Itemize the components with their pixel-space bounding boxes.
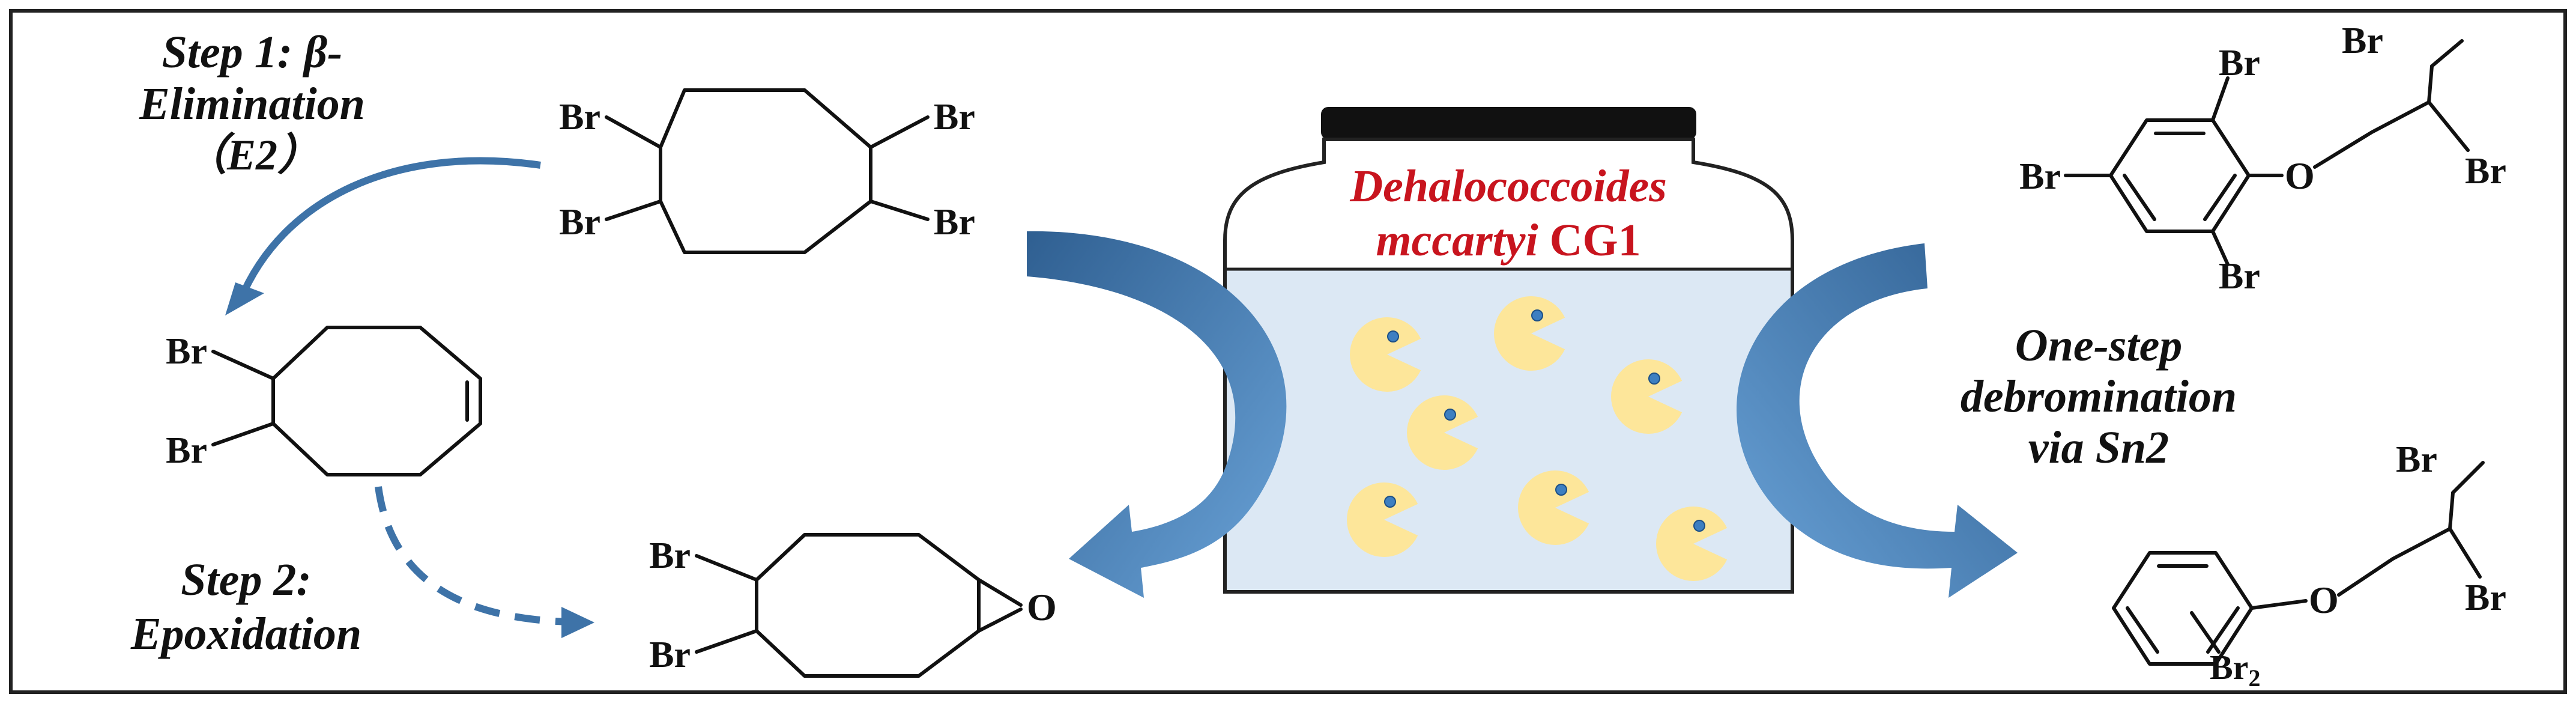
organism-strain: CG1 [1538, 215, 1641, 266]
bacterium-cell [1610, 359, 1683, 434]
bacterium-cell [1350, 317, 1421, 392]
bacterium-cell [1656, 507, 1728, 581]
bacterium-eye [1444, 409, 1456, 421]
br-atom: Br [2465, 577, 2506, 618]
br-atom: Br [559, 202, 600, 243]
tbp-dbpe: Br Br Br O Br Br [2019, 20, 2506, 297]
tetrabromocyclooctane: Br Br Br Br [559, 88, 975, 254]
step2-label: Step 2: Epoxidation [130, 555, 361, 659]
br-atom: Br [649, 634, 691, 675]
br-atom: Br [934, 202, 975, 243]
bacterium-cell [1518, 470, 1589, 545]
dibromo-epoxycyclooctane: O Br Br [649, 533, 1057, 678]
step2-line1: Step 2: [181, 555, 311, 605]
onestep-line2: debromination [1961, 371, 2237, 422]
br-atom: Br [934, 97, 975, 138]
organism-name-line2: mccartyi CG1 [1376, 215, 1640, 266]
br-atom: Br [2219, 256, 2260, 297]
bacterium-eye [1693, 520, 1705, 532]
onestep-line3: via Sn2 [2028, 422, 2169, 473]
br2-subscript: 2 [2248, 665, 2260, 692]
step1-line2: Elimination [139, 79, 365, 129]
one-step-label: One-step debromination via Sn2 [1961, 320, 2237, 473]
br-atom: Br [2465, 151, 2506, 192]
br-atom: Br [2019, 156, 2061, 197]
bacterium-cell [1494, 296, 1565, 371]
o-atom: O [1027, 586, 1057, 628]
left-curved-arrow [1027, 231, 1287, 598]
organism-name-line1: Dehalococcoides [1349, 161, 1667, 211]
debrominated-product: Br2 O Br Br [2112, 439, 2506, 692]
organism-species: mccartyi [1376, 215, 1538, 266]
step1-arrow [225, 157, 541, 315]
bacterium-cell [1407, 395, 1478, 470]
br-atom: Br [2342, 20, 2383, 61]
br-atom: Br [2219, 43, 2260, 84]
bacterium-eye [1648, 373, 1660, 385]
dibromocyclooctene: Br Br [166, 326, 482, 476]
step1-label: Step 1: β- Elimination （E2） [139, 27, 365, 179]
right-curved-arrow [1737, 243, 2018, 598]
bacterium-cell [1347, 482, 1418, 557]
bottle-cap [1321, 107, 1696, 139]
step2-arrow [375, 486, 594, 638]
bacteria-group [1347, 296, 1728, 581]
br2-base: Br [2210, 648, 2248, 687]
onestep-line1: One-step [2015, 320, 2183, 371]
br-atom: Br [166, 430, 207, 471]
bacterium-eye [1384, 496, 1396, 508]
bacterium-eye [1555, 484, 1567, 496]
bacterium-eye [1531, 309, 1543, 321]
br-atom: Br [649, 535, 691, 576]
br-atom: Br [166, 331, 207, 372]
o-atom: O [2309, 579, 2339, 621]
bacterium-eye [1387, 330, 1399, 342]
step2-line2: Epoxidation [130, 609, 361, 659]
br2-atom: Br2 [2210, 648, 2260, 692]
step1-line3: （E2） [184, 131, 321, 179]
br-atom: Br [2396, 439, 2437, 480]
br-atom: Br [559, 97, 600, 138]
step1-line1: Step 1: β- [162, 27, 343, 78]
o-atom: O [2285, 154, 2315, 197]
